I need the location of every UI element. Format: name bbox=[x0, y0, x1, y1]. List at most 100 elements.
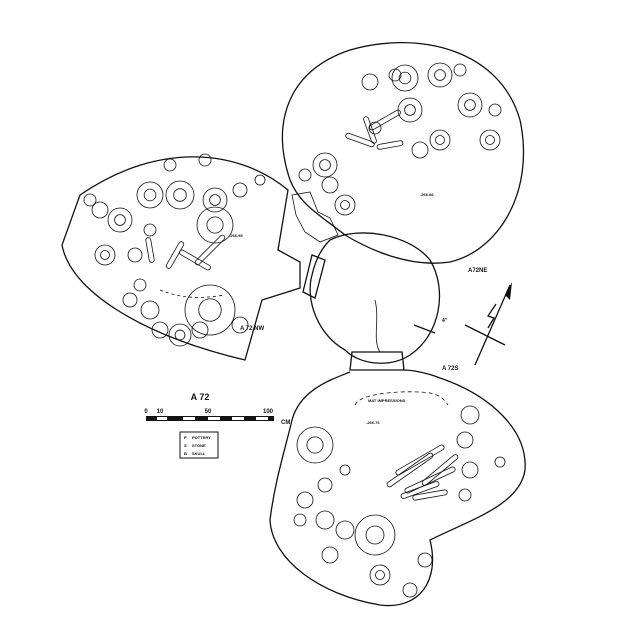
vessel-rim bbox=[174, 329, 186, 341]
vessel-rim bbox=[464, 99, 476, 111]
pottery-vessel bbox=[202, 187, 228, 213]
pottery-vessel bbox=[334, 194, 356, 216]
pottery-vessel bbox=[457, 92, 483, 118]
vessel-rim bbox=[485, 135, 495, 145]
chamber-ne-label: A72NE bbox=[468, 268, 487, 274]
legend-box bbox=[179, 431, 219, 459]
vessel-rim bbox=[173, 188, 187, 202]
pottery-vessel bbox=[417, 552, 433, 568]
pottery-vessel bbox=[298, 168, 312, 182]
pottery-vessel bbox=[458, 488, 472, 502]
scale-tick-10: 10 bbox=[157, 409, 164, 415]
bone bbox=[145, 237, 155, 263]
pottery-vessel bbox=[488, 103, 502, 117]
pottery-vessel bbox=[361, 73, 379, 91]
pottery-vessel bbox=[335, 520, 355, 540]
vessel-rim bbox=[306, 436, 324, 454]
scale-tick-100: 100 bbox=[263, 409, 274, 415]
pottery-vessel bbox=[127, 247, 143, 263]
pottery-vessel bbox=[368, 121, 382, 135]
pottery-vessel bbox=[321, 546, 339, 564]
pottery-vessel bbox=[461, 461, 479, 479]
vessel-rim bbox=[340, 200, 350, 210]
chamber-nw-label: A 72 NW bbox=[240, 326, 264, 332]
pottery-vessel bbox=[122, 292, 138, 308]
pottery-vessel bbox=[427, 62, 453, 88]
pottery-vessel bbox=[339, 464, 351, 476]
vessel-rim bbox=[198, 298, 222, 322]
vessel-rim bbox=[404, 104, 416, 116]
pottery-vessels bbox=[83, 62, 506, 598]
pottery-vessel bbox=[136, 181, 164, 209]
bone bbox=[400, 481, 440, 499]
bone bbox=[412, 489, 448, 501]
nw-dashed-line bbox=[159, 289, 226, 298]
pottery-vessel bbox=[494, 456, 506, 468]
mat-impressions-label: MAT IMPRESSIONS bbox=[368, 398, 406, 403]
elevation-nw: -266.95 bbox=[229, 233, 243, 238]
bone bbox=[404, 466, 456, 494]
pottery-vessel bbox=[293, 513, 307, 527]
pottery-vessel bbox=[312, 152, 338, 178]
scale-unit: CM bbox=[281, 420, 290, 426]
pottery-vessel bbox=[184, 284, 236, 336]
pottery-vessel bbox=[402, 582, 418, 598]
legend-symbol-pottery: P bbox=[184, 435, 187, 440]
bone bbox=[179, 249, 211, 271]
legend-label-skull: SKULL bbox=[192, 451, 206, 456]
bone bbox=[194, 234, 226, 266]
pottery-vessel bbox=[83, 193, 97, 207]
depth-mark: 4" bbox=[442, 318, 448, 324]
pottery-vessel bbox=[165, 180, 195, 210]
vessel-rim bbox=[319, 159, 331, 171]
central-wall-line bbox=[374, 299, 381, 353]
pottery-vessel bbox=[456, 431, 474, 449]
vessel-rim bbox=[209, 194, 221, 206]
pottery-vessel bbox=[232, 182, 248, 198]
pottery-vessel bbox=[168, 323, 192, 347]
vessel-rim bbox=[206, 216, 224, 234]
pottery-vessel bbox=[321, 176, 339, 194]
pottery-vessel bbox=[354, 514, 396, 556]
passage-nw bbox=[302, 254, 326, 299]
scale-tick-0: 0 bbox=[144, 409, 148, 415]
pottery-vessel bbox=[429, 129, 451, 151]
pottery-vessel bbox=[397, 97, 423, 123]
vessel-rim bbox=[435, 135, 445, 145]
pottery-vessel bbox=[133, 278, 147, 292]
vessel-rim bbox=[434, 69, 446, 81]
elevation-ne: -266.86 bbox=[420, 192, 434, 197]
pottery-vessel bbox=[388, 68, 402, 82]
scale-tick-50: 50 bbox=[205, 409, 212, 415]
bone bbox=[376, 140, 404, 150]
chamber-nw-outline bbox=[61, 156, 301, 361]
pottery-vessel bbox=[94, 244, 116, 266]
pottery-vessel bbox=[196, 206, 234, 244]
pottery-vessel bbox=[140, 300, 160, 320]
bone bbox=[345, 132, 375, 148]
legend-label-stone: STONE bbox=[192, 443, 206, 448]
vessel-rim bbox=[100, 250, 110, 260]
vessel-rim bbox=[375, 570, 385, 580]
bone bbox=[369, 109, 401, 131]
pottery-vessel bbox=[231, 316, 249, 334]
plan-title: A 72 bbox=[191, 392, 210, 402]
pottery-vessel bbox=[163, 158, 177, 172]
north-arrow bbox=[464, 282, 512, 366]
passage-ne bbox=[291, 191, 339, 243]
pottery-vessel bbox=[151, 321, 169, 339]
bone bbox=[363, 116, 377, 144]
pottery-vessel bbox=[369, 564, 391, 586]
chamber-ne-outline bbox=[282, 42, 525, 264]
chamber-central-outline bbox=[309, 232, 441, 364]
pottery-vessel bbox=[91, 201, 109, 219]
legend-label-pottery: POTTERY bbox=[192, 435, 211, 440]
pottery-vessel bbox=[107, 207, 133, 233]
legend-symbol-skull: B bbox=[184, 451, 187, 456]
bones bbox=[145, 109, 459, 501]
chamber-s-outline bbox=[269, 369, 526, 607]
pottery-vessel bbox=[296, 491, 314, 509]
mat-impressions-outline bbox=[354, 391, 449, 406]
pottery-vessel bbox=[460, 405, 480, 425]
